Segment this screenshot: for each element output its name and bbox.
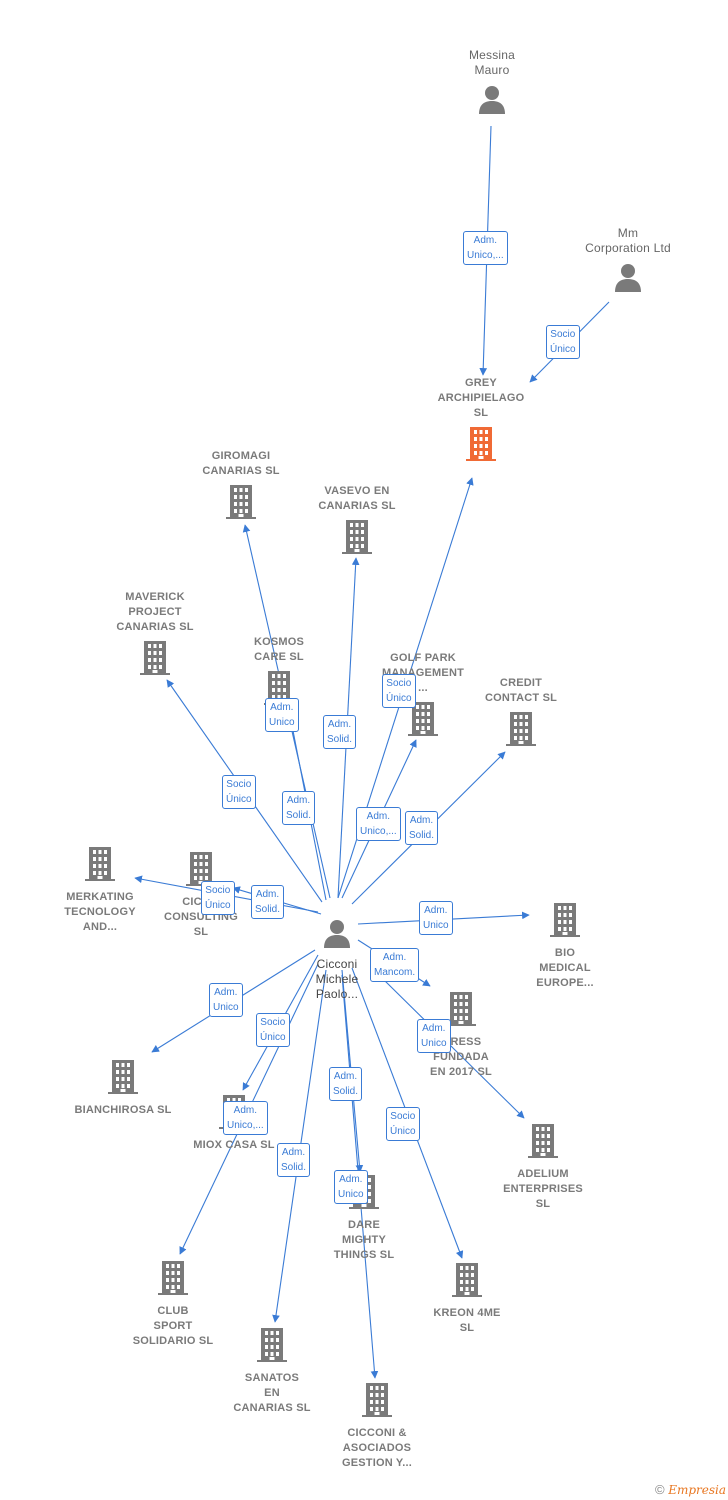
copyright-symbol: © xyxy=(654,1482,665,1497)
building-icon xyxy=(292,520,422,559)
building-icon xyxy=(456,712,586,751)
edge-label-vasevo[interactable]: Adm.Solid. xyxy=(323,715,357,749)
edge-label-adelium[interactable]: Adm.Unico xyxy=(417,1019,451,1053)
edge-label-giromagi[interactable]: Adm.Unico xyxy=(265,698,299,732)
building-icon xyxy=(396,992,526,1031)
edge-label-club[interactable]: Adm.Unico,... xyxy=(223,1101,268,1135)
node-label: MIOX CASA SL xyxy=(193,1139,275,1151)
building-icon xyxy=(108,1261,238,1300)
edge-label-bianchirosa[interactable]: Adm.Unico xyxy=(209,983,243,1017)
edge-label-cicconsult[interactable]: Adm.Solid. xyxy=(251,885,285,919)
node-bianchirosa[interactable]: BIANCHIROSA SL xyxy=(58,1060,188,1118)
edge-center-to-adelium xyxy=(381,977,525,1119)
building-icon xyxy=(312,1383,442,1422)
edge-label-sanatos[interactable]: Adm.Solid. xyxy=(277,1143,311,1177)
building-icon xyxy=(416,427,546,466)
node-label: BIANCHIROSA SL xyxy=(74,1104,172,1116)
building-icon xyxy=(478,1124,608,1163)
edge-label-grey[interactable]: Adm.Unico,... xyxy=(463,231,508,265)
building-icon xyxy=(58,1060,188,1099)
footer: © Empresia xyxy=(655,1482,726,1497)
building-icon xyxy=(176,485,306,524)
edge-label-golf[interactable]: Adm.Unico,... xyxy=(356,807,401,841)
edge-label-kosmos[interactable]: Adm.Solid. xyxy=(282,791,316,825)
building-icon xyxy=(402,1263,532,1302)
brand-logo[interactable]: Empresia xyxy=(668,1483,726,1497)
person-icon xyxy=(563,262,693,297)
building-icon xyxy=(358,702,488,741)
person-icon xyxy=(272,918,402,953)
edge-label-credit[interactable]: Adm.Solid. xyxy=(405,811,439,845)
edge-label-express[interactable]: Adm.Mancom. xyxy=(370,948,420,982)
person-icon xyxy=(427,84,557,119)
building-icon xyxy=(207,1328,337,1367)
building-icon xyxy=(90,641,220,680)
building-icon xyxy=(500,903,630,942)
edge-label-bio[interactable]: Adm.Unico xyxy=(419,901,453,935)
edge-label-dare[interactable]: Adm.Solid. xyxy=(329,1067,363,1101)
edge-label-cicconi-asoc[interactable]: Adm.Unico xyxy=(334,1170,368,1204)
building-icon xyxy=(35,847,165,886)
